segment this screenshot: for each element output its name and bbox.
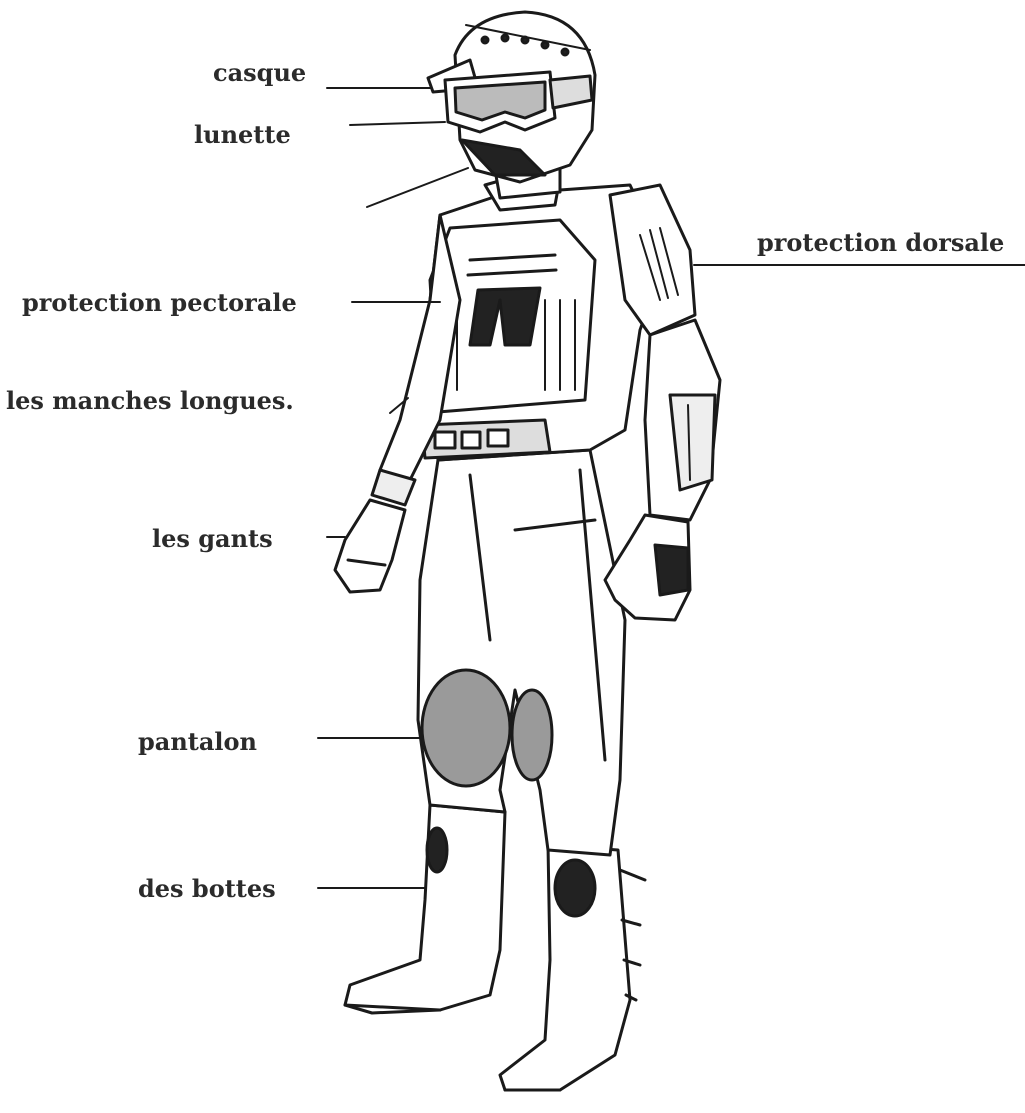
- left-boot: [345, 805, 505, 1013]
- label-protection-dorsale: protection dorsale: [757, 231, 1004, 255]
- label-gants: les gants: [152, 527, 273, 551]
- right-glove: [605, 515, 690, 620]
- label-lunette: lunette: [194, 123, 291, 147]
- leader-mask: [367, 168, 468, 207]
- left-glove: [335, 500, 405, 592]
- right-arm: [645, 320, 720, 520]
- label-manches-longues: les manches longues.: [6, 389, 294, 413]
- label-protection-pectorale: protection pectorale: [22, 291, 297, 315]
- label-casque: casque: [213, 61, 306, 85]
- label-bottes: des bottes: [138, 877, 276, 901]
- pants: [418, 450, 625, 855]
- right-boot: [500, 845, 645, 1090]
- leader-lunette: [350, 122, 445, 125]
- label-pantalon: pantalon: [138, 730, 257, 754]
